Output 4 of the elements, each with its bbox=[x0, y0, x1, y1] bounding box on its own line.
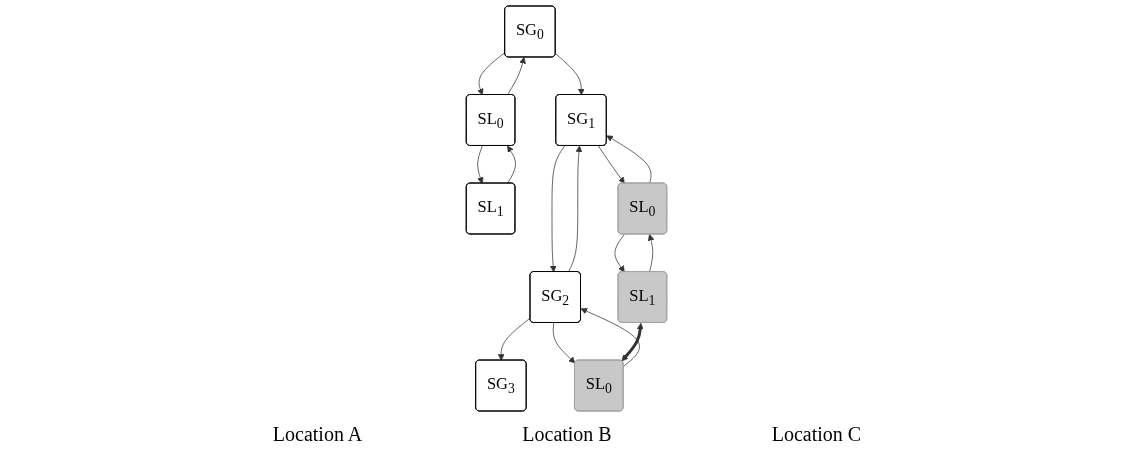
location-label: Location C bbox=[771, 423, 862, 446]
location-label: Location A bbox=[272, 423, 363, 446]
location-label: Location B bbox=[522, 423, 612, 446]
arrow bbox=[622, 322, 645, 362]
